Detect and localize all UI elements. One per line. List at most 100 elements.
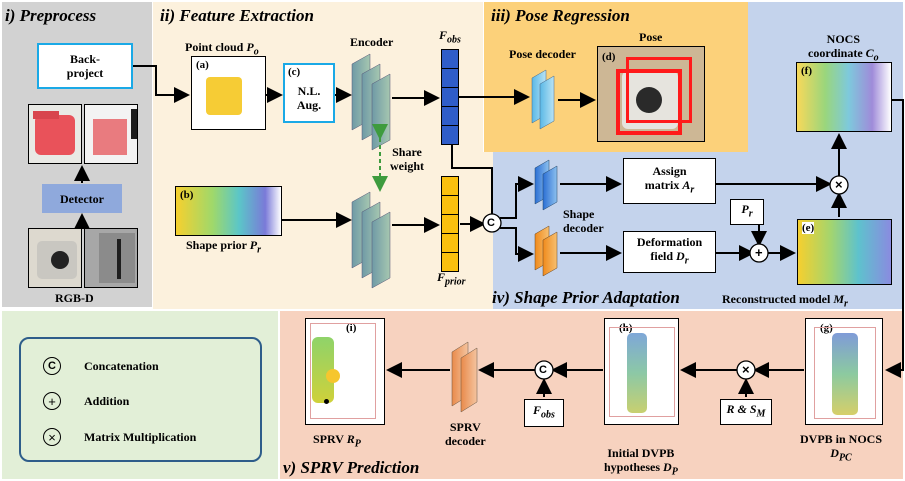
encoder-label: Encoder [350, 35, 394, 49]
mult-symbol-sprv: × [742, 362, 750, 377]
sprv-decoder-label: SPRV decoder [445, 420, 486, 448]
nocs-var: C [865, 46, 874, 60]
sprv-fobs-sub: obs [541, 409, 555, 421]
legend-mult-label: Matrix Multiplication [84, 430, 197, 444]
rs-sub: M [756, 408, 766, 420]
fprior-var: F [437, 270, 446, 284]
sprv-label: SPRV RP [313, 432, 361, 451]
deform-var: D [676, 249, 685, 264]
fprior-cell [441, 252, 459, 272]
sprv-decoder-layers [451, 341, 478, 413]
dvpb-label-text: DVPB in NOCS [800, 432, 883, 446]
point-cloud-image: (a) [191, 56, 266, 130]
point-cloud-label: Point cloud Po [185, 40, 259, 59]
legend-mult-symbol: × [43, 428, 61, 446]
fprior-vector [441, 176, 459, 272]
tag-c: (c) [288, 66, 301, 78]
tag-h: (h) [619, 322, 633, 334]
tag-i: (i) [346, 322, 357, 334]
sprv-fobs-var: F [533, 403, 542, 418]
deform-label: Deformation field [636, 235, 703, 264]
shape-prior-adaptation-title: iv) Shape Prior Adaptation [492, 288, 680, 307]
arrows [74, 65, 904, 397]
recon-prefix: Reconstructed model [722, 292, 834, 306]
nl-aug-label: N.L. Aug. [296, 84, 322, 112]
recon-var: M [833, 292, 844, 306]
rs-label: R & S [726, 402, 757, 417]
initial-label-text: Initial DVPB hypotheses [604, 446, 675, 474]
depth-image [84, 228, 138, 288]
fprior-label: Fprior [437, 270, 466, 289]
concat-circle-sprv [534, 360, 554, 380]
pose-decoder-layers [531, 69, 555, 130]
pose-regression-title: iii) Pose Regression [491, 6, 630, 25]
encoder-top-layers [351, 53, 391, 151]
dvpb-nocs-image: (g) [805, 318, 883, 425]
initial-var: D [663, 460, 672, 474]
initial-dvpb-label: Initial DVPB hypotheses DP [604, 432, 678, 479]
fobs-cell [441, 125, 459, 145]
pr-box: Pr [730, 199, 764, 225]
assign-matrix-box: Assign matrix Ar [623, 158, 716, 204]
tag-b: (b) [180, 189, 194, 201]
fobs-var: F [439, 28, 448, 42]
reconstructed-model-image: (e) [797, 219, 892, 285]
encoder-bottom-layers [351, 191, 391, 289]
feature-extraction-title: ii) Feature Extraction [160, 6, 314, 25]
shape-decoder-orange [534, 225, 558, 277]
tag-g: (g) [820, 322, 833, 334]
pr-var: P [741, 202, 749, 217]
detector-box: Detector [42, 184, 122, 213]
sprv-image: (i) [305, 318, 385, 425]
reconstructed-model-label: Reconstructed model Mr [722, 292, 848, 311]
shape-prior-var: P [249, 238, 258, 252]
nocs-title: NOCS coordinate [808, 32, 863, 60]
mult-symbol-adapt: × [835, 177, 843, 192]
legend-add-symbol: + [43, 392, 61, 410]
sprv-prediction-title: v) SPRV Prediction [283, 458, 420, 477]
fobs-vector [441, 49, 459, 145]
fobs-label: Fobs [439, 28, 461, 47]
pose-decoder-label: Pose decoder [509, 47, 576, 61]
concat-symbol-sprv: C [539, 364, 547, 376]
dvpb-nocs-label: DVPB in NOCS DPC [800, 432, 882, 465]
sprv-sub: P [354, 438, 361, 450]
deformation-field-box: Deformation field Dr [623, 231, 716, 273]
concat-symbol-adapt: C [487, 217, 495, 229]
nocs-coordinate-image: (f) [796, 62, 892, 132]
rgb-image [28, 228, 82, 288]
point-cloud-prefix: Point cloud [185, 40, 247, 54]
share-weight-label: Share weight [390, 145, 424, 173]
tag-d: (d) [602, 51, 616, 63]
assign-sub: r [690, 184, 695, 196]
tag-f: (f) [801, 65, 812, 77]
preprocess-title: i) Preprocess [5, 6, 97, 25]
sprv-label-text: SPRV [313, 432, 347, 446]
shape-prior-sub: r [257, 244, 262, 256]
legend-add-label: Addition [84, 394, 130, 408]
legend-concat-label: Concatenation [84, 359, 159, 373]
add-circle-adapt [749, 243, 769, 263]
shape-decoder-label: Shape decoder [563, 207, 604, 235]
add-symbol-adapt: + [755, 245, 763, 260]
shape-prior-prefix: Shape prior [186, 238, 250, 252]
tag-e: (e) [802, 222, 815, 234]
nl-aug-box: (c) N.L. Aug. [283, 63, 335, 123]
dvpb-var: D [830, 446, 839, 460]
masked-depth-image [84, 104, 138, 164]
initial-dvpb-image: (h) [604, 318, 679, 425]
legend-concat-symbol: C [43, 357, 61, 375]
feature-extraction-panel [153, 2, 483, 309]
tag-a: (a) [196, 59, 209, 71]
shape-prior-label: Shape prior Pr [186, 238, 261, 257]
mult-circle-sprv [736, 360, 756, 380]
dvpb-sub: PC [838, 452, 852, 464]
sprv-var: R [346, 432, 355, 446]
pr-sub: r [748, 208, 753, 220]
assign-var: A [682, 178, 691, 193]
shape-prior-image: (b) [175, 186, 282, 236]
assign-label: Assign matrix [644, 164, 687, 193]
nocs-coordinate-label: NOCS coordinate Co [808, 18, 879, 65]
masked-rgb-image [28, 104, 82, 164]
